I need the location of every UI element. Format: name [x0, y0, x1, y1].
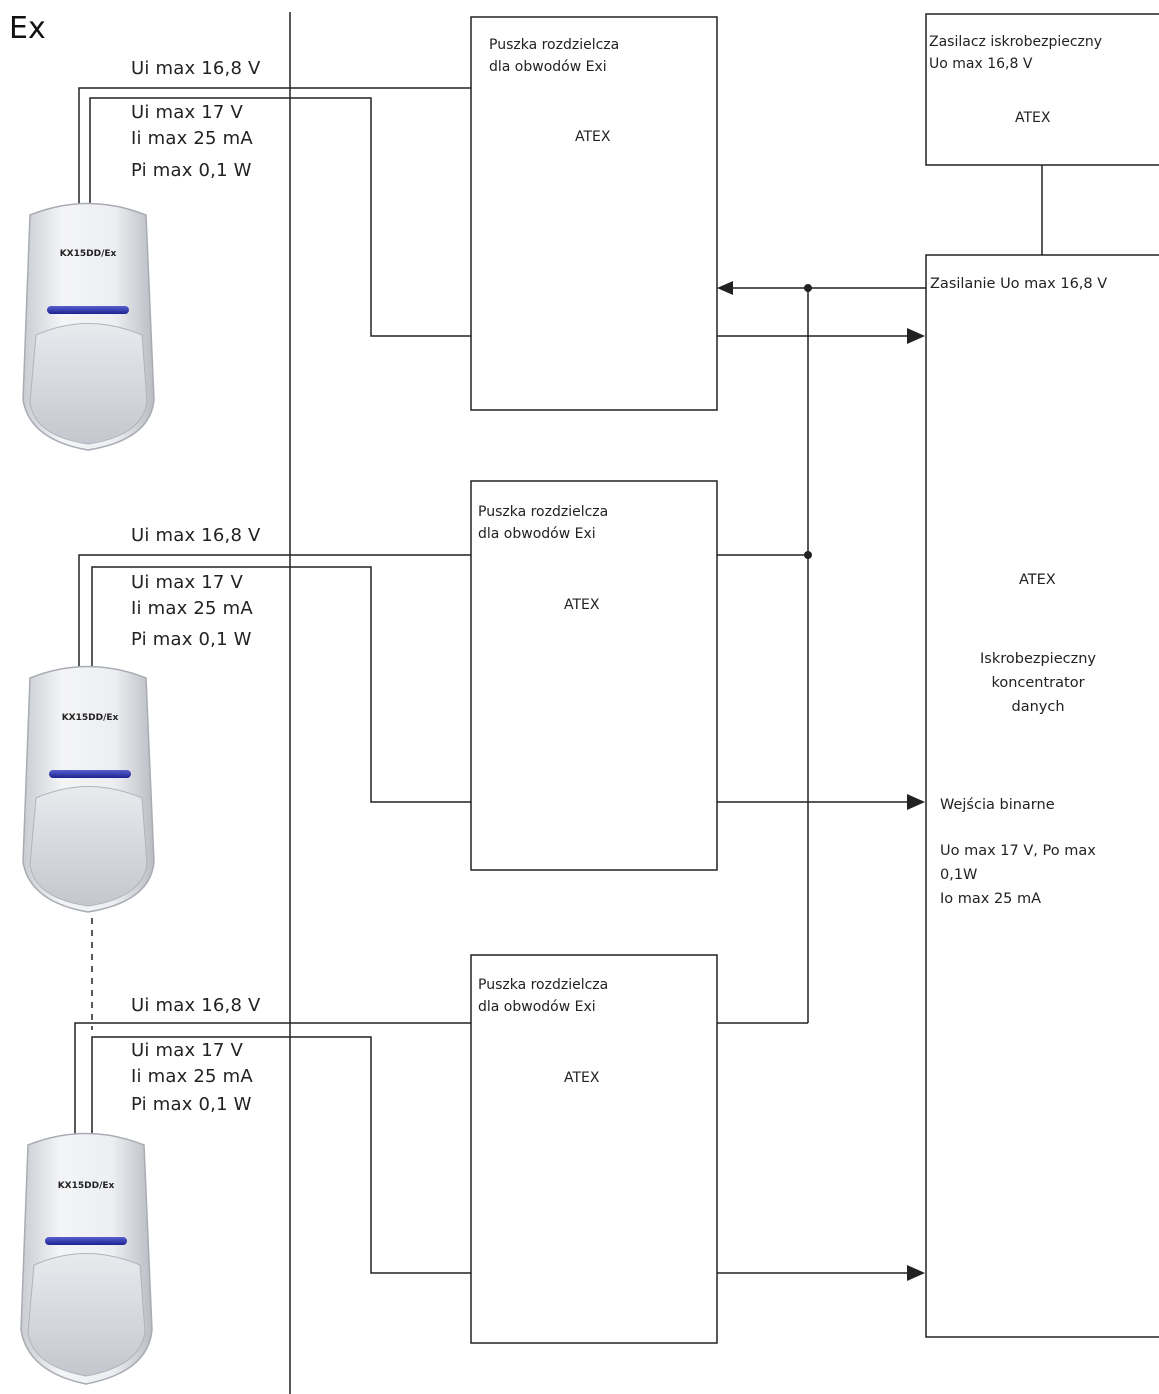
- arrow-signal-1: [907, 328, 925, 344]
- concentrator-inputs-params: Uo max 17 V, Po max 0,1W Io max 25 mA: [940, 843, 1096, 907]
- sensor-1-signal-wire: [89, 97, 471, 337]
- junction-box-3-title: Puszka rozdzielcza dla obwodów Exi: [478, 977, 609, 1016]
- bus-junction-dot-2: [804, 551, 812, 559]
- power-supply-title: Zasilacz iskrobezpieczny Uo max 16,8 V: [929, 34, 1103, 73]
- sensor-3-model-label: KX15DD/Ex: [57, 1181, 115, 1191]
- junction-box-1-title: Puszka rozdzielcza dla obwodów Exi: [489, 37, 620, 76]
- sensor-2-ii: Ii max 25 mA: [131, 598, 253, 619]
- concentrator-inputs-label: Wejścia binarne: [940, 797, 1055, 813]
- sensor-1-ui-main: Ui max 16,8 V: [131, 58, 261, 79]
- junction-box-3-atex: ATEX: [564, 1070, 600, 1086]
- junction-box-3: [470, 954, 718, 1344]
- concentrator-power-label: Zasilanie Uo max 16,8 V: [930, 276, 1108, 292]
- sensor-3-ii: Ii max 25 mA: [131, 1066, 253, 1087]
- sensor-2-pi: Pi max 0,1 W: [131, 629, 252, 650]
- sensor-2-supply-wire: [78, 554, 471, 672]
- sensor-3-pi: Pi max 0,1 W: [131, 1094, 252, 1115]
- sensor-1-ii: Ii max 25 mA: [131, 128, 253, 149]
- sensor-1-ui: Ui max 17 V: [131, 102, 243, 123]
- sensor-1-model-label: KX15DD/Ex: [59, 249, 117, 259]
- concentrator-box: [925, 254, 1159, 1338]
- arrow-signal-3: [907, 1265, 925, 1281]
- motion-sensor-1: [22, 202, 155, 451]
- sensor-3-signal-wire: [91, 1036, 471, 1274]
- sensor-2-signal-wire: [91, 566, 471, 803]
- ex-zone-label: Ex: [9, 11, 46, 46]
- bus-junction-dot-1: [804, 284, 812, 292]
- sensor-2-ui-main: Ui max 16,8 V: [131, 525, 261, 546]
- sensor-1-pi: Pi max 0,1 W: [131, 160, 252, 181]
- motion-sensor-3: [20, 1132, 153, 1385]
- sensor-3-ui: Ui max 17 V: [131, 1040, 243, 1061]
- sensor-3-supply-wire: [74, 1022, 471, 1140]
- concentrator-atex: ATEX: [1019, 572, 1056, 588]
- junction-box-2: [470, 480, 718, 871]
- junction-box-2-title: Puszka rozdzielcza dla obwodów Exi: [478, 504, 609, 543]
- power-supply-atex: ATEX: [1015, 110, 1051, 126]
- sensor-2-led: [49, 770, 131, 778]
- concentrator-name: Iskrobezpieczny koncentrator danych: [980, 651, 1096, 715]
- junction-box-1: [470, 16, 718, 411]
- sensor-3-led: [45, 1237, 127, 1245]
- sensor-2-ui: Ui max 17 V: [131, 572, 243, 593]
- junction-box-2-atex: ATEX: [564, 597, 600, 613]
- sensor-3-ui-main: Ui max 16,8 V: [131, 995, 261, 1016]
- sensor-1-led: [47, 306, 129, 314]
- power-supply-box: [925, 13, 1159, 166]
- arrow-to-junction-box-1: [717, 281, 733, 295]
- arrow-signal-2: [907, 794, 925, 810]
- junction-box-1-atex: ATEX: [575, 129, 611, 145]
- sensor-2-model-label: KX15DD/Ex: [61, 713, 119, 723]
- sensor-1-supply-wire: [78, 87, 471, 210]
- motion-sensor-2: [22, 665, 155, 913]
